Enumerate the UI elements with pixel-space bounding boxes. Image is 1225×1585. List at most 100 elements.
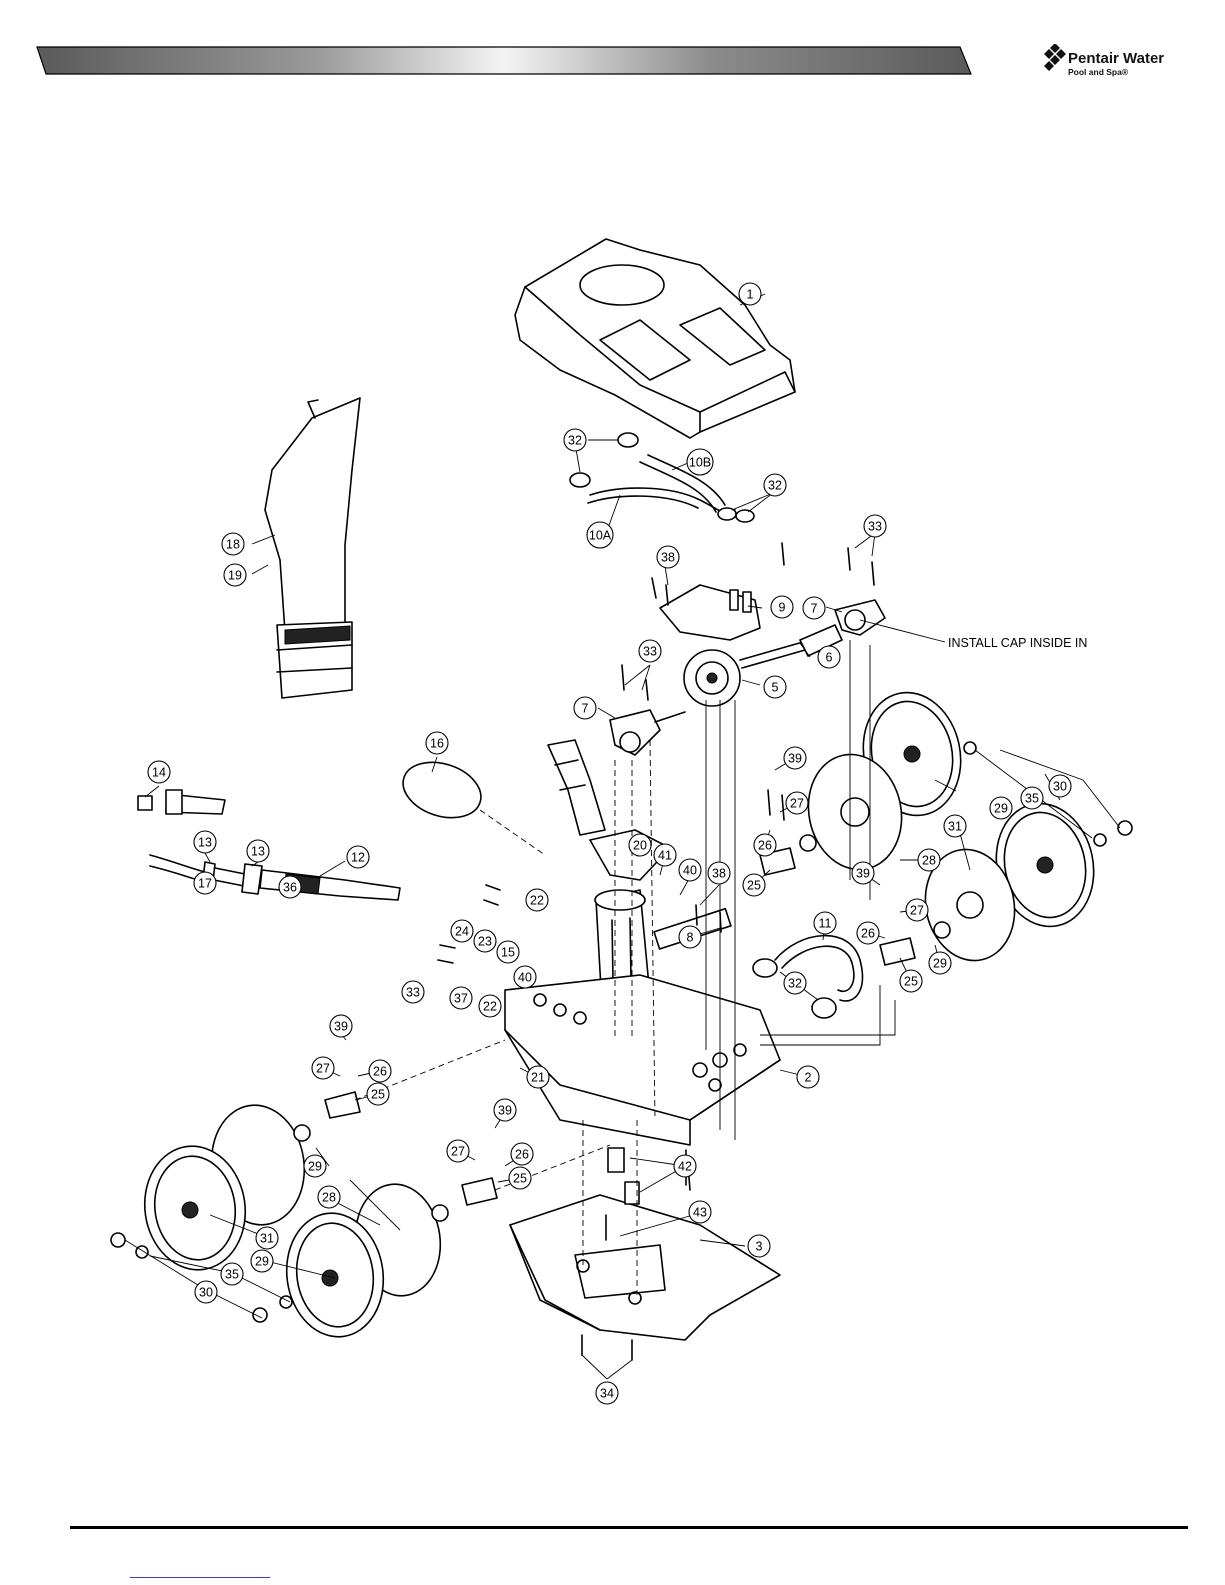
callout-41: 41	[654, 844, 676, 866]
callout-number: 40	[518, 971, 532, 985]
callout-number: 29	[308, 1160, 322, 1174]
part-filter-bag	[265, 398, 360, 698]
callout-33c: 33	[402, 981, 424, 1003]
callout-28a: 28	[918, 849, 940, 871]
callout-number: 28	[322, 1191, 336, 1205]
callout-number: 14	[152, 766, 166, 780]
callout-3: 3	[748, 1235, 770, 1257]
callout-number: 25	[904, 975, 918, 989]
callout-28b: 28	[318, 1186, 340, 1208]
callout-number: 31	[948, 820, 962, 834]
callout-number: 29	[255, 1255, 269, 1269]
callout-9: 9	[771, 596, 793, 618]
callout-33b: 33	[639, 640, 661, 662]
callout-26c: 26	[369, 1060, 391, 1082]
callout-13b: 13	[247, 840, 269, 862]
callout-12: 12	[347, 846, 369, 868]
callout-number: 38	[712, 867, 726, 881]
part-tubes-10	[570, 433, 754, 522]
callout-22b: 22	[479, 995, 501, 1017]
part-top-cover	[515, 239, 795, 438]
callout-number: 33	[643, 645, 657, 659]
callout-29c: 29	[304, 1155, 326, 1177]
callout-39c: 39	[330, 1015, 352, 1037]
callout-29a: 29	[990, 797, 1012, 819]
callout-number: 23	[478, 935, 492, 949]
callout-37: 37	[450, 987, 472, 1009]
callout-number: 7	[811, 602, 818, 616]
callout-number: 28	[922, 854, 936, 868]
callout-18: 18	[222, 533, 244, 555]
callout-number: 1	[747, 288, 754, 302]
callout-1: 1	[739, 283, 761, 305]
callout-40a: 40	[679, 859, 701, 881]
footer-link-underline	[130, 1577, 270, 1578]
callout-33a: 33	[864, 515, 886, 537]
part-bracket-9	[660, 585, 760, 640]
part-hose-11	[753, 936, 862, 1018]
callout-20: 20	[629, 834, 651, 856]
callout-43: 43	[689, 1201, 711, 1223]
callout-number: 5	[772, 681, 779, 695]
callout-19: 19	[224, 564, 246, 586]
callout-15: 15	[497, 941, 519, 963]
callout-31b: 31	[256, 1227, 278, 1249]
callout-number: 19	[228, 569, 242, 583]
callout-number: 25	[371, 1088, 385, 1102]
callout-14: 14	[148, 761, 170, 783]
callout-number: 32	[788, 977, 802, 991]
callout-38a: 38	[657, 546, 679, 568]
callout-number: 43	[693, 1206, 707, 1220]
callout-38b: 38	[708, 862, 730, 884]
callout-32b: 32	[764, 474, 786, 496]
callout-number: 10A	[589, 529, 612, 543]
callout-39b: 39	[852, 862, 874, 884]
callout-24: 24	[451, 920, 473, 942]
callout-13a: 13	[194, 831, 216, 853]
callout-number: 3	[756, 1240, 763, 1254]
callout-number: 7	[582, 702, 589, 716]
callout-26a: 26	[754, 834, 776, 856]
callout-number: 2	[805, 1071, 812, 1085]
callout-number: 25	[747, 879, 761, 893]
callout-32a: 32	[564, 429, 586, 451]
callout-number: 17	[198, 877, 212, 891]
callout-number: 27	[451, 1145, 465, 1159]
callout-number: 32	[568, 434, 582, 448]
callout-number: 42	[678, 1160, 692, 1174]
callout-35a: 35	[1021, 787, 1043, 809]
callout-number: 33	[406, 986, 420, 1000]
callout-number: 29	[933, 957, 947, 971]
callout-7b: 7	[574, 697, 596, 719]
callout-10B: 10B	[687, 449, 713, 475]
callout-number: 11	[819, 917, 832, 931]
callout-number: 8	[687, 931, 694, 945]
callout-number: 13	[198, 836, 212, 850]
callout-number: 25	[513, 1172, 527, 1186]
callout-number: 15	[501, 946, 515, 960]
callout-number: 21	[531, 1071, 545, 1085]
callout-16: 16	[426, 732, 448, 754]
callout-number: 39	[788, 752, 802, 766]
callout-number: 26	[861, 927, 875, 941]
callout-26d: 26	[511, 1143, 533, 1165]
callout-number: 6	[826, 651, 833, 665]
callout-number: 39	[498, 1104, 512, 1118]
callout-25d: 25	[509, 1167, 531, 1189]
callout-number: 39	[334, 1020, 348, 1034]
callout-number: 39	[856, 867, 870, 881]
part-fitting-14	[138, 790, 225, 814]
callout-number: 40	[683, 864, 697, 878]
callout-8: 8	[679, 926, 701, 948]
callout-number: 34	[600, 1387, 614, 1401]
callout-number: 22	[530, 894, 544, 908]
callout-number: 18	[226, 538, 240, 552]
callout-number: 30	[199, 1286, 213, 1300]
callout-number: 24	[455, 925, 469, 939]
callout-number: 27	[790, 797, 804, 811]
part-float-16	[396, 753, 545, 855]
callout-number: 16	[430, 737, 444, 751]
install-cap-note: INSTALL CAP INSIDE IN	[948, 636, 1087, 650]
callout-23: 23	[474, 930, 496, 952]
callout-11: 11	[814, 912, 836, 934]
